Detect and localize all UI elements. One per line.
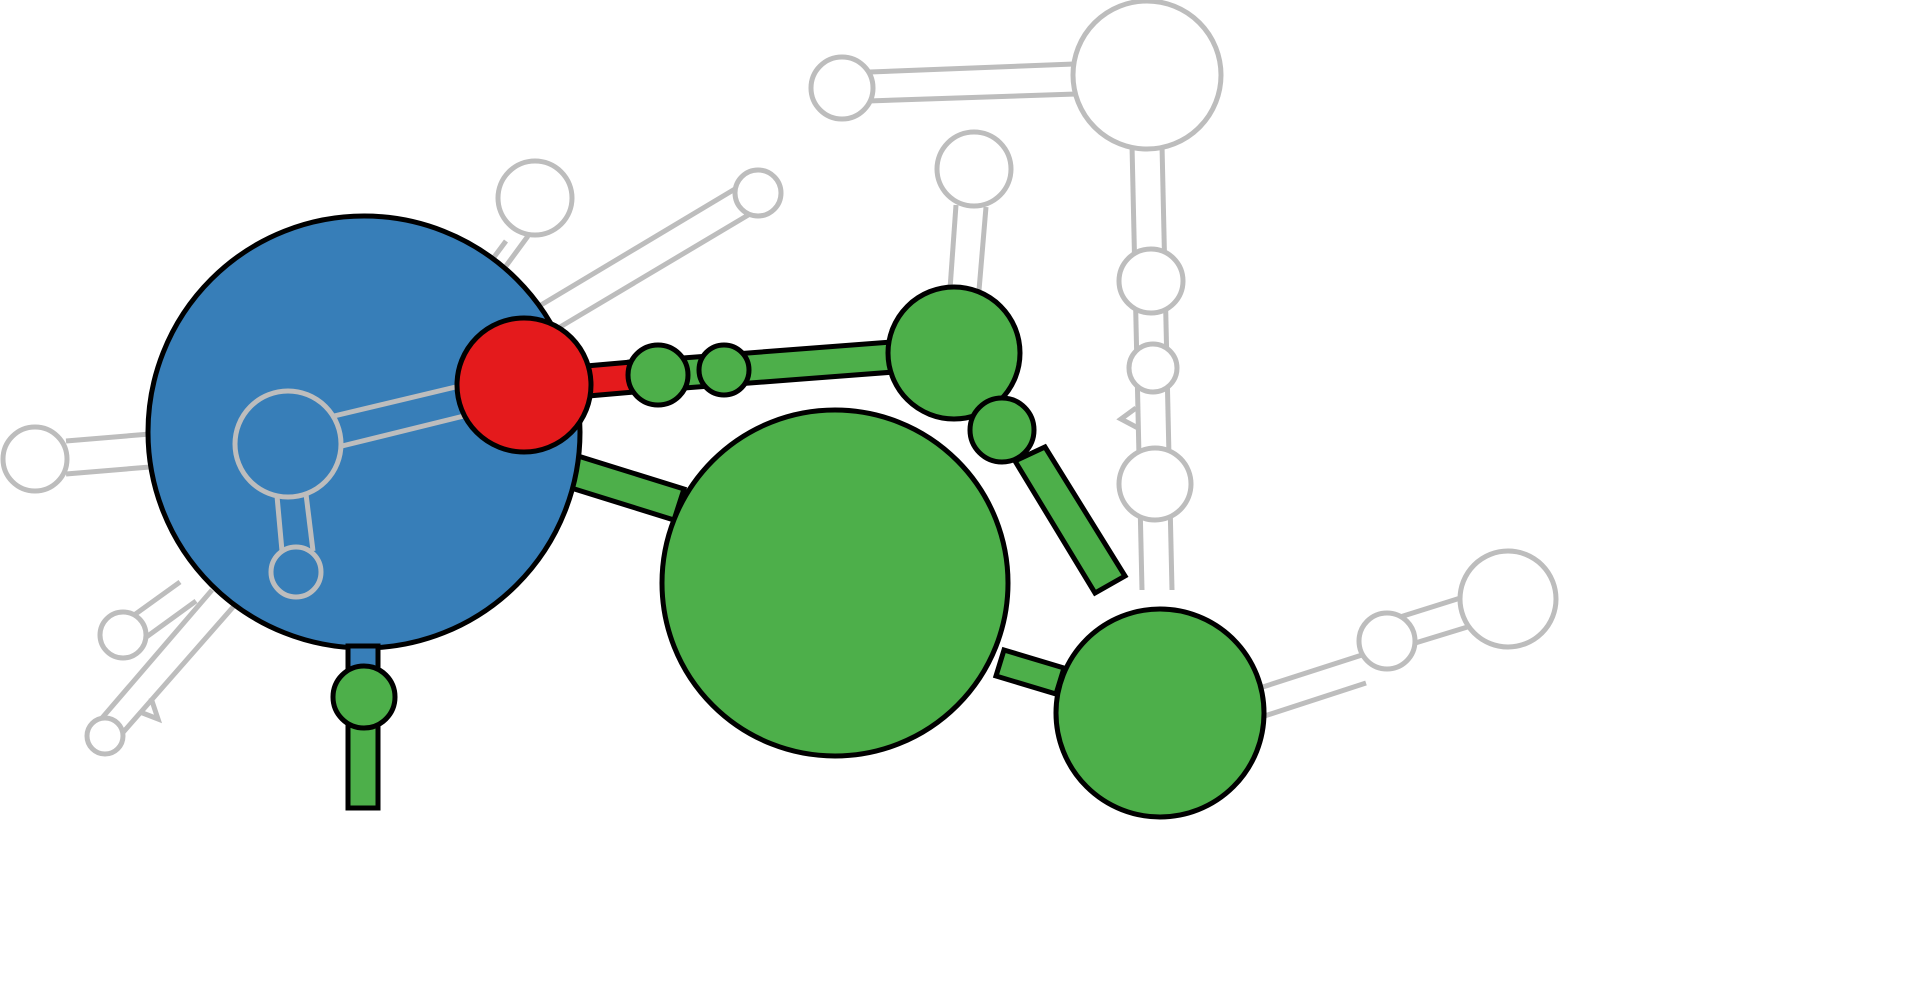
stem-line (341, 412, 469, 449)
active-elements (145, 213, 1267, 820)
bulge-marker (139, 697, 163, 724)
stem-line (553, 205, 762, 333)
loop-node[interactable] (1116, 445, 1194, 523)
node-green[interactable] (885, 284, 1023, 422)
stem-line (65, 464, 151, 477)
stem-green (345, 719, 381, 811)
loop-node[interactable] (1457, 548, 1559, 650)
stem-line (333, 382, 465, 419)
multiloop-green[interactable] (659, 407, 1011, 759)
stem-line (143, 598, 198, 641)
stem-green (992, 646, 1068, 698)
stem-line (1411, 622, 1475, 647)
stem-line (539, 183, 742, 308)
loop-node[interactable] (232, 388, 344, 500)
loop-node[interactable] (1356, 610, 1418, 672)
stem-line (274, 495, 285, 552)
node-green[interactable] (967, 395, 1037, 465)
loop-node[interactable] (97, 609, 149, 661)
loop-node[interactable] (1116, 246, 1186, 316)
inactive-elements (0, 0, 1559, 757)
stem-line (869, 61, 1075, 75)
stem-line (503, 234, 531, 268)
loop-node[interactable] (0, 424, 70, 494)
node-red[interactable] (454, 315, 594, 455)
stem-line (128, 579, 182, 621)
node-green[interactable] (625, 342, 691, 408)
loop-node[interactable] (1070, 0, 1224, 152)
loop-node[interactable] (1126, 341, 1180, 395)
stem-line (65, 431, 151, 444)
bulge-marker (1116, 405, 1140, 431)
stem-green (1011, 443, 1129, 597)
loop-node[interactable] (495, 158, 575, 238)
stem-line (303, 493, 316, 552)
stem-line (867, 91, 1077, 104)
stem-green (564, 452, 688, 524)
stem-line (117, 604, 236, 739)
loop-node[interactable] (268, 544, 324, 600)
loop-node[interactable] (84, 715, 126, 757)
loop-node[interactable] (808, 54, 876, 122)
loop-node[interactable] (732, 167, 784, 219)
node-green[interactable] (696, 342, 752, 398)
loop-node[interactable] (934, 129, 1014, 209)
stem-line (100, 588, 214, 720)
node-green[interactable] (1053, 606, 1267, 820)
node-green[interactable] (330, 663, 398, 731)
